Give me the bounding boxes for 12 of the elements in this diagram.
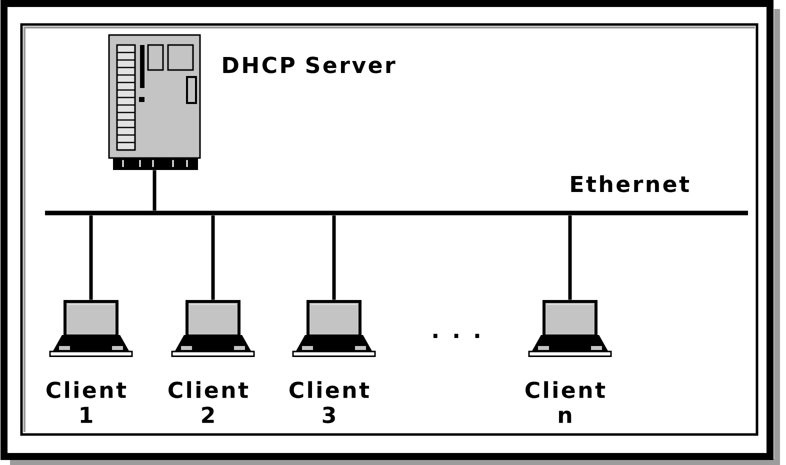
- client-label: Client 3: [290, 381, 370, 424]
- connector-line: [152, 170, 156, 211]
- connector-line: [568, 215, 572, 300]
- client-label: Client 1: [46, 381, 126, 423]
- connector-line: [332, 215, 336, 300]
- network-label: Ethernet: [571, 175, 690, 192]
- connector-line: [211, 215, 215, 300]
- client-label: Client n: [526, 381, 606, 423]
- server-label: DHCP Server: [223, 56, 396, 74]
- connector-line: [89, 215, 93, 300]
- client-label: Client 2: [168, 381, 248, 423]
- ellipsis: . . .: [433, 334, 480, 338]
